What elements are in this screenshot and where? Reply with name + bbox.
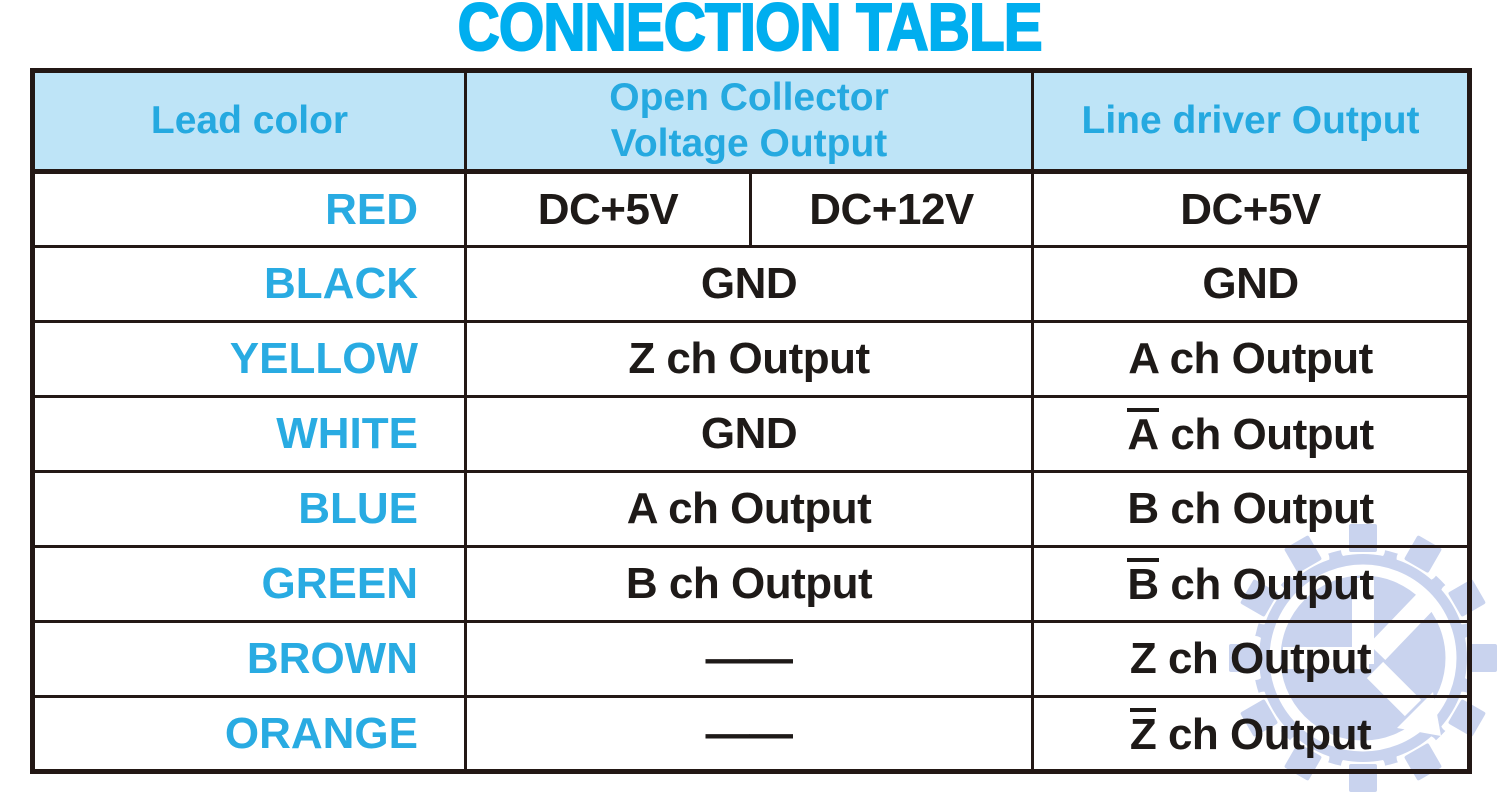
open-collector-cell: A ch Output (463, 470, 1035, 548)
line-driver-cell: Z ch Output (1031, 695, 1472, 773)
table-row-brown: BROWN —— Z ch Output (31, 620, 1472, 698)
line-driver-cell: DC+5V (1031, 170, 1472, 248)
line-driver-cell: GND (1031, 245, 1472, 323)
table-row-green: GREEN B ch Output B ch Output (31, 545, 1472, 623)
table-row-black: BLACK GND GND (31, 245, 1472, 323)
lead-color-cell: BLUE (31, 470, 467, 548)
table-row-red: RED DC+5V DC+12V DC+5V (31, 170, 1472, 248)
open-collector-5v-cell: DC+5V (464, 170, 752, 248)
table-row-blue: BLUE A ch Output B ch Output (31, 470, 1472, 548)
open-collector-cell: GND (463, 245, 1035, 323)
page-title: CONNECTION TABLE (457, 0, 1044, 65)
open-collector-cell: GND (463, 395, 1035, 473)
line-driver-cell: B ch Output (1031, 545, 1472, 623)
connection-table: Lead color Open Collector Voltage Output… (30, 68, 1473, 774)
table-row-orange: ORANGE —— Z ch Output (31, 695, 1472, 773)
open-collector-cell: B ch Output (463, 545, 1035, 623)
overline-mark: A (1127, 408, 1159, 459)
line-driver-cell: A ch Output (1031, 395, 1472, 473)
lead-color-cell: RED (31, 170, 467, 248)
line-driver-cell: B ch Output (1031, 470, 1472, 548)
header-open-collector-line2: Voltage Output (610, 122, 888, 165)
overline-mark: Z (1129, 707, 1157, 759)
lead-color-cell: ORANGE (31, 695, 467, 773)
line-driver-cell: Z ch Output (1031, 620, 1472, 698)
header-row: Lead color Open Collector Voltage Output… (31, 69, 1472, 174)
lead-color-cell: GREEN (31, 545, 467, 623)
lead-color-cell: BLACK (31, 245, 467, 323)
open-collector-cell: —— (463, 620, 1035, 698)
overline-mark: B (1127, 558, 1159, 609)
table-row-yellow: YELLOW Z ch Output A ch Output (31, 320, 1472, 398)
lead-color-cell: YELLOW (31, 320, 467, 398)
table-row-white: WHITE GND A ch Output (31, 395, 1472, 473)
open-collector-cell: —— (463, 695, 1035, 773)
lead-color-cell: WHITE (31, 395, 467, 473)
open-collector-12v-cell: DC+12V (748, 170, 1035, 248)
header-lead-color: Lead color (31, 69, 467, 174)
header-open-collector: Open Collector Voltage Output (463, 69, 1035, 174)
lead-color-cell: BROWN (31, 620, 467, 698)
header-open-collector-line1: Open Collector (609, 76, 889, 119)
open-collector-cell: Z ch Output (463, 320, 1035, 398)
header-line-driver: Line driver Output (1031, 69, 1472, 174)
title-wrap: CONNECTION TABLE (0, 0, 1500, 65)
line-driver-cell: A ch Output (1031, 320, 1472, 398)
